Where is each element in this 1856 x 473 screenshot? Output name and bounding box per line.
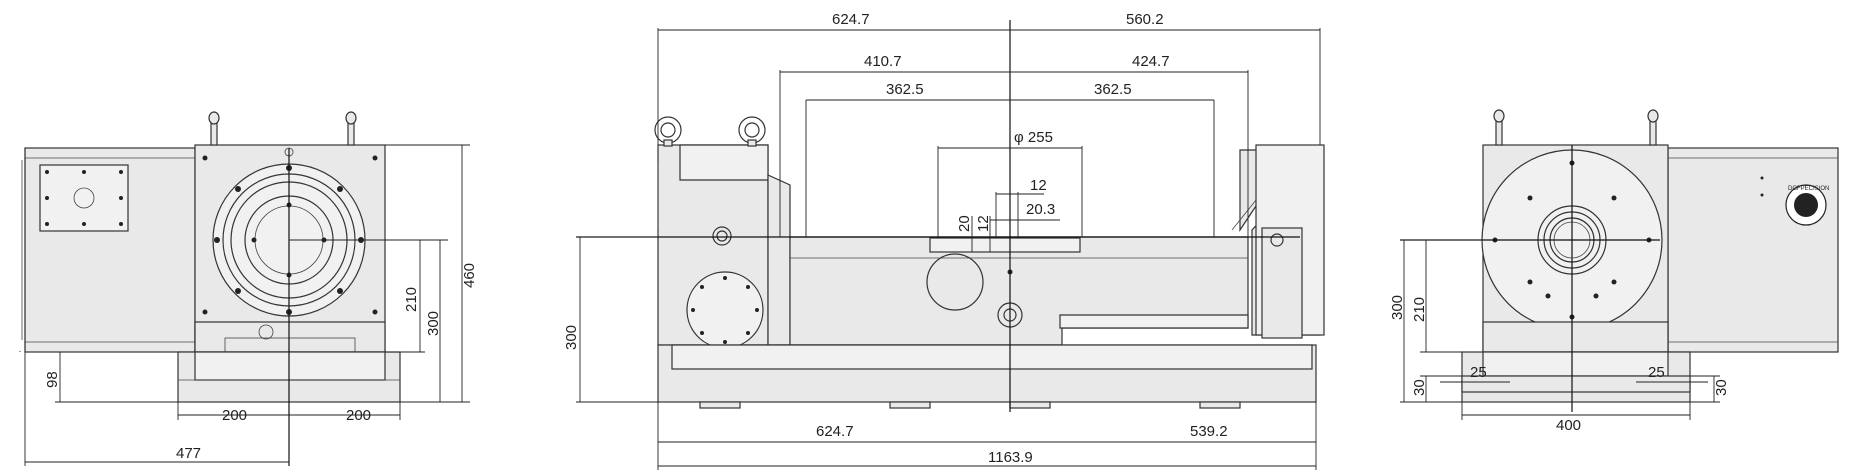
dim-1163-9: 1163.9 — [988, 449, 1033, 466]
logo-text: DGFPECISION — [1788, 186, 1829, 192]
dim-477: 477 — [176, 445, 201, 462]
dim-362-5-left: 362.5 — [886, 81, 924, 98]
dim-624-7-bottom: 624.7 — [816, 423, 854, 440]
trunnion-cradle — [789, 236, 1249, 346]
dim-30-right: 30 — [1713, 379, 1730, 396]
dim-200-right: 200 — [346, 407, 371, 424]
motor-plate — [39, 164, 129, 232]
dim-12-vert: 12 — [975, 215, 992, 232]
dim-25-right: 25 — [1648, 364, 1665, 381]
dim-20: 20 — [956, 215, 973, 232]
dim-12-top: 12 — [1030, 177, 1047, 194]
dim-400: 400 — [1556, 417, 1581, 434]
table-plate — [929, 237, 1081, 253]
right-faceplate-bolt-holes — [1492, 160, 1652, 320]
dim-30-left: 30 — [1411, 379, 1428, 396]
dim-362-5-right: 362.5 — [1094, 81, 1132, 98]
left-view: 460 300 210 98 200 200 477 — [19, 111, 478, 466]
dim-539-2: 539.2 — [1190, 423, 1228, 440]
dim-560-2-top: 560.2 — [1126, 11, 1164, 28]
right-motor-housing — [1667, 147, 1839, 353]
dim-300-right: 300 — [1389, 295, 1406, 320]
dim-210-left: 210 — [403, 287, 420, 312]
front-view: 624.7 560.2 410.7 424.7 362.5 362.5 φ 25… — [563, 11, 1325, 470]
dim-25-left: 25 — [1470, 364, 1487, 381]
dim-624-7-top: 624.7 — [832, 11, 870, 28]
dim-phi-255: φ 255 — [1014, 129, 1053, 146]
dim-300-left: 300 — [425, 311, 442, 336]
right-view: DGFPECISION 300 — [1389, 109, 1839, 434]
dim-410-7: 410.7 — [864, 53, 902, 70]
dim-424-7: 424.7 — [1132, 53, 1170, 70]
dim-300-front: 300 — [563, 325, 580, 350]
front-motor-cover — [686, 271, 764, 349]
dim-460: 460 — [461, 263, 478, 288]
brand-logo: DGFPECISION — [1785, 184, 1829, 226]
dim-98: 98 — [44, 371, 61, 388]
dim-20-3: 20.3 — [1026, 201, 1055, 218]
dim-210-right: 210 — [1411, 297, 1428, 322]
dim-200-left: 200 — [222, 407, 247, 424]
